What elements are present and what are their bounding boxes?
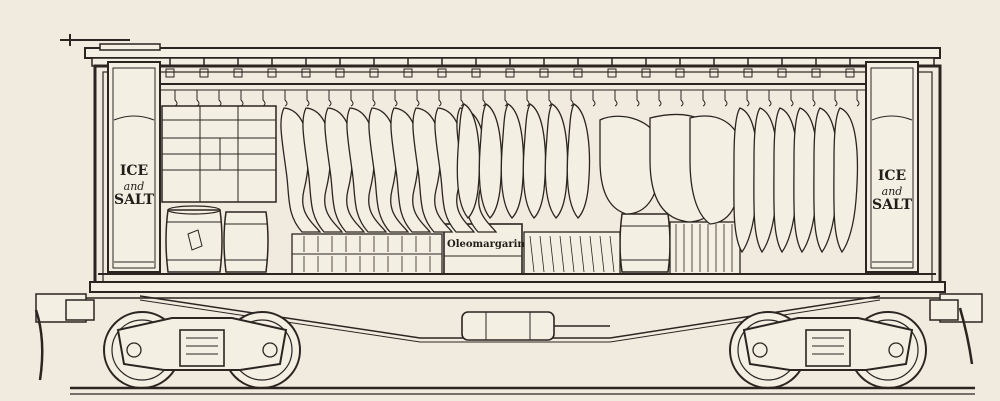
ice-label-left-2: and xyxy=(124,180,145,193)
coupler-right xyxy=(929,299,974,365)
baskets xyxy=(523,221,741,275)
ice-label-right-3: SALT xyxy=(872,197,913,213)
hanging-meat xyxy=(280,103,859,254)
ice-label-right-1: ICE xyxy=(878,168,906,184)
egg-crates xyxy=(291,233,443,275)
truck-left xyxy=(103,311,301,389)
ice-bunker-right: ICE and SALT xyxy=(865,61,919,273)
barrel-right xyxy=(619,213,671,273)
ice-label-left-1: ICE xyxy=(120,163,148,179)
stacked-boxes xyxy=(161,105,277,203)
meat-rail-hooks xyxy=(174,90,860,107)
brake-cylinder xyxy=(461,311,610,341)
rail xyxy=(70,386,975,395)
ice-label-left-3: SALT xyxy=(114,192,155,208)
roof xyxy=(60,34,941,78)
truck-right xyxy=(729,311,927,389)
ice-label-right-2: and xyxy=(882,185,903,198)
coupler-left xyxy=(34,299,95,381)
ice-bunker-left: ICE and SALT xyxy=(107,61,161,273)
barrel-left xyxy=(165,205,223,273)
barrel-middle xyxy=(223,211,269,273)
oleomargarine-label: Oleomargarine xyxy=(447,239,531,250)
